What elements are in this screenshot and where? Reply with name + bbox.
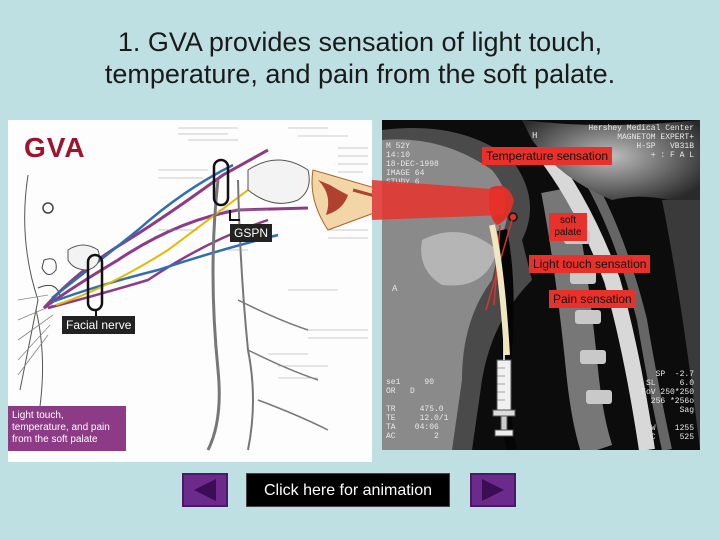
mri-footer-right: SP -2.7 SL 6.0 FoV 250*250 256 *256o Sag… xyxy=(641,370,694,442)
sensation-caption: Light touch, temperature, and pain from … xyxy=(8,406,126,451)
gspn-label: GSPN xyxy=(230,224,273,242)
mri-orientation-h: H xyxy=(532,131,538,141)
facial-nerve-label: Facial nerve xyxy=(62,316,136,334)
syringe-icon xyxy=(492,340,516,437)
mri-header-right: Hershey Medical Center MAGNETOM EXPERT+ … xyxy=(588,124,694,160)
nerve-pathway-drawing xyxy=(17,127,372,451)
back-button[interactable] xyxy=(182,473,228,507)
light-touch-sensation-label: Light touch sensation xyxy=(529,255,651,273)
forward-button[interactable] xyxy=(470,473,516,507)
animation-button[interactable]: Click here for animation xyxy=(246,473,450,507)
mri-scan: Hershey Medical Center MAGNETOM EXPERT+ … xyxy=(382,120,700,450)
gva-label: GVA xyxy=(24,132,86,163)
soft-palate-label: soft palate xyxy=(549,213,587,241)
page-title: 1. GVA provides sensation of light touch… xyxy=(40,26,680,90)
pain-sensation-label: Pain sensation xyxy=(549,290,636,308)
temperature-sensation-label: Temperature sensation xyxy=(482,147,613,165)
mri-header-left: M 52Y 14:10 18-DEC-1998 IMAGE 64 STUDY 6 xyxy=(386,142,439,187)
mri-orientation-a: A xyxy=(392,284,398,294)
triangle-right-icon xyxy=(482,479,504,501)
title-line-2: temperature, and pain from the soft pala… xyxy=(104,59,616,89)
nerve-pathway-diagram: GVA GSPN Facial nerve Light touch, tempe… xyxy=(8,120,372,462)
mri-footer-left: se1 90 OR D TR 475.0 TE 12.0/1 TA 04:06 … xyxy=(386,378,449,441)
title-line-1: 1. GVA provides sensation of light touch… xyxy=(117,27,603,57)
triangle-left-icon xyxy=(194,479,216,501)
